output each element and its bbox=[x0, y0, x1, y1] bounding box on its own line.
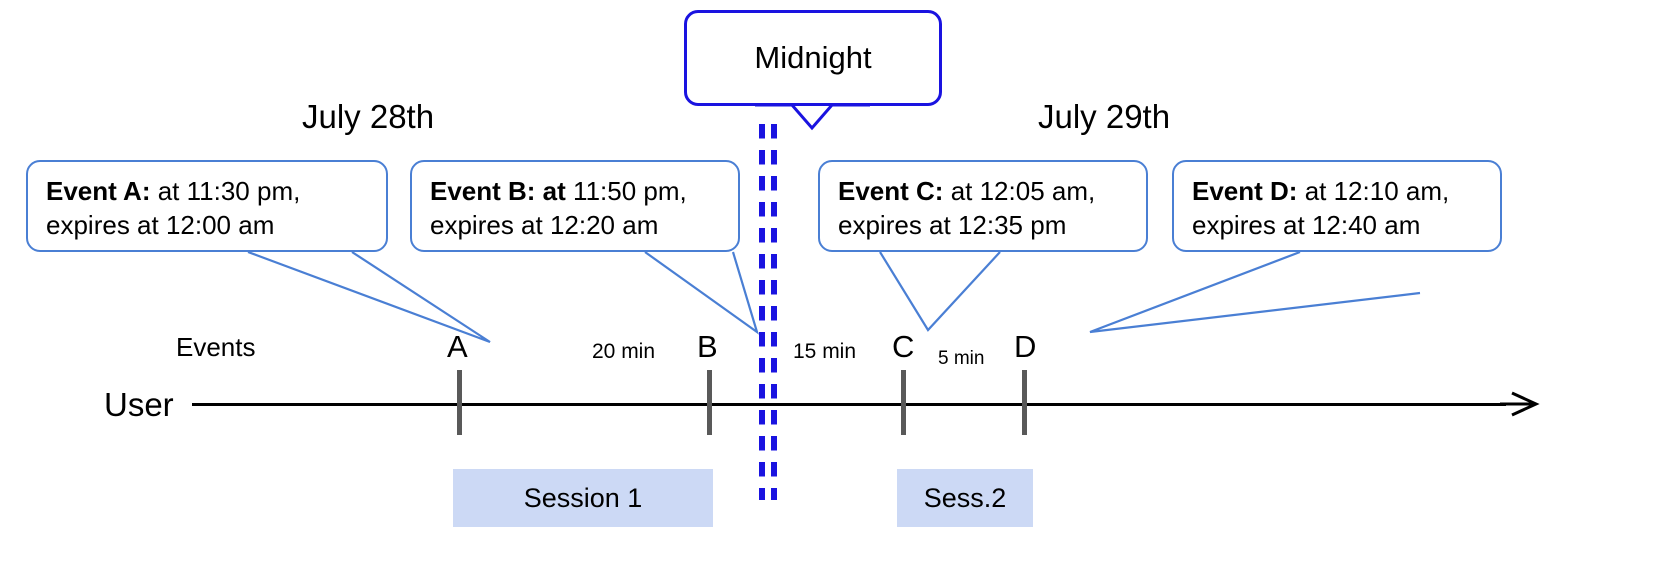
gap-label-b-to-c: 15 min bbox=[793, 340, 857, 363]
event-b-tail bbox=[644, 251, 759, 335]
midnight-dash-line-right bbox=[771, 124, 777, 500]
callout-event-b-line2: expires at 12:20 am bbox=[430, 210, 659, 241]
marker-label-b: B bbox=[697, 329, 718, 364]
callout-event-a-rest: at 11:30 pm, bbox=[150, 176, 301, 206]
marker-label-a: A bbox=[447, 329, 468, 364]
callout-event-c-line2: expires at 12:35 pm bbox=[838, 210, 1067, 241]
marker-label-d: D bbox=[1014, 329, 1037, 364]
marker-label-c: C bbox=[892, 329, 915, 364]
tick-event-a bbox=[457, 370, 462, 435]
callout-event-b-rest: 11:50 pm, bbox=[565, 176, 687, 206]
event-c-tail bbox=[879, 251, 1001, 332]
tick-event-b bbox=[707, 370, 712, 435]
callout-event-b-lead: Event B: at bbox=[430, 176, 566, 206]
callout-event-d: Event D: at 12:10 am, expires at 12:40 a… bbox=[1172, 160, 1502, 252]
callout-event-a-line2: expires at 12:00 am bbox=[46, 210, 275, 241]
session-bar-2: Sess.2 bbox=[897, 469, 1033, 527]
gap-label-a-to-b: 20 min bbox=[592, 340, 656, 363]
session-bar-2-label: Sess.2 bbox=[923, 482, 1007, 513]
callout-event-a-lead: Event A: bbox=[46, 176, 151, 206]
midnight-callout-label: Midnight bbox=[754, 40, 872, 75]
callout-event-d-line2: expires at 12:40 am bbox=[1192, 210, 1421, 241]
gap-label-c-to-d: 5 min bbox=[938, 348, 985, 369]
session-bar-1: Session 1 bbox=[453, 469, 713, 527]
callout-event-d-rest: at 12:10 am, bbox=[1297, 176, 1450, 206]
event-d-tail bbox=[1089, 250, 1421, 334]
events-row-label: Events bbox=[176, 332, 256, 362]
callout-event-d-lead: Event D: bbox=[1192, 176, 1298, 206]
tick-event-c bbox=[901, 370, 906, 435]
callout-event-c-rest: at 12:05 am, bbox=[943, 176, 1096, 206]
midnight-dash-line-left bbox=[759, 124, 765, 500]
user-row-label: User bbox=[104, 386, 174, 423]
date-label-july-28: July 28th bbox=[302, 98, 435, 135]
callout-event-a: Event A: at 11:30 pm, expires at 12:00 a… bbox=[26, 160, 388, 252]
timeline-axis bbox=[192, 403, 1506, 406]
session-bar-1-label: Session 1 bbox=[523, 482, 643, 513]
callout-event-c: Event C: at 12:05 am, expires at 12:35 p… bbox=[818, 160, 1148, 252]
midnight-callout: Midnight bbox=[684, 10, 942, 106]
callout-event-c-lead: Event C: bbox=[838, 176, 944, 206]
date-label-july-29: July 29th bbox=[1038, 98, 1171, 135]
callout-event-b: Event B: at 11:50 pm, expires at 12:20 a… bbox=[410, 160, 740, 252]
tick-event-d bbox=[1022, 370, 1027, 435]
